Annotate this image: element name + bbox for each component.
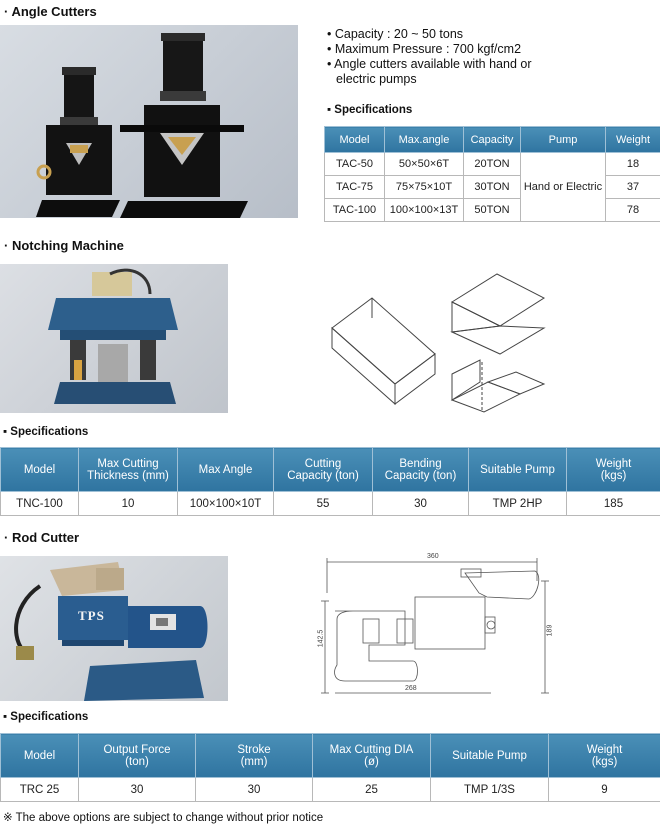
cell-max-angle: 100×100×13T xyxy=(384,198,464,222)
col-header-max-angle: Max Angle xyxy=(177,447,274,492)
footnote: ※ The above options are subject to chang… xyxy=(3,812,324,824)
angle-cutters-title: · Angle Cutters xyxy=(4,4,97,19)
col-header-model: Model xyxy=(0,447,79,492)
col-header-weight: Weight (kgs) xyxy=(548,733,660,778)
cell-cutting-capacity: 55 xyxy=(273,491,373,516)
col-header-output-force: Output Force (ton) xyxy=(78,733,196,778)
col-header-model: Model xyxy=(0,733,79,778)
col-header-pump: Pump xyxy=(520,126,606,153)
angle-cutter-features: • Capacity : 20 ~ 50 tons • Maximum Pres… xyxy=(327,27,532,87)
notching-spec-title: ▪ Specifications xyxy=(3,426,89,438)
col-header-weight: Weight (kgs) xyxy=(566,447,660,492)
cell-capacity: 50TON xyxy=(463,198,521,222)
cell-model: TNC-100 xyxy=(0,491,79,516)
col-header-suitable-pump: Suitable Pump xyxy=(430,733,549,778)
cell-weight: 9 xyxy=(548,777,660,802)
cell-stroke: 30 xyxy=(195,777,313,802)
cell-model: TAC-50 xyxy=(324,152,385,176)
feature-pumps-cont: electric pumps xyxy=(336,72,417,86)
cell-weight: 18 xyxy=(605,152,660,176)
col-header-max-angle: Max.angle xyxy=(384,126,464,153)
notching-machine-photo xyxy=(0,264,228,413)
table-row: TAC-50 50×50×6T 20TON Hand or Electric 1… xyxy=(324,152,660,222)
angle-cutters-spec-title: ▪ Specifications xyxy=(327,104,413,116)
cell-suitable-pump: TMP 2HP xyxy=(468,491,567,516)
cell-max-angle: 75×75×10T xyxy=(384,175,464,199)
cell-max-angle: 100×100×10T xyxy=(177,491,274,516)
cell-model: TRC 25 xyxy=(0,777,79,802)
col-header-capacity: Capacity xyxy=(463,126,521,153)
brand-label: TPS xyxy=(78,608,105,623)
cell-weight: 37 xyxy=(605,175,660,199)
feature-pressure: • Maximum Pressure : 700 kgf/cm2 xyxy=(327,42,522,56)
col-header-cutting-capacity: Cutting Capacity (ton) xyxy=(273,447,373,492)
dim-top-label: 360 xyxy=(427,553,439,560)
angle-cutters-photo xyxy=(0,25,298,218)
col-header-stroke: Stroke (mm) xyxy=(195,733,313,778)
cell-model: TAC-100 xyxy=(324,198,385,222)
feature-capacity: • Capacity : 20 ~ 50 tons xyxy=(327,27,464,41)
notching-machine-title: · Notching Machine xyxy=(4,238,124,253)
angle-cutters-spec-table: Model Max.angle Capacity Pump Weight TAC… xyxy=(324,126,660,222)
cell-weight: 78 xyxy=(605,198,660,222)
notching-angle-diagram xyxy=(320,262,570,424)
rod-cutter-spec-table: Model Output Force (ton) Stroke (mm) Max… xyxy=(0,733,660,802)
cell-max-angle: 50×50×6T xyxy=(384,152,464,176)
cell-max-cutting-thickness: 10 xyxy=(78,491,178,516)
table-row: TAC-100 100×100×13T 50TON 78 xyxy=(324,198,660,222)
table-row: TRC 25 30 30 25 TMP 1/3S 9 xyxy=(0,777,660,802)
col-header-max-cutting-dia: Max Cutting DIA (ø) xyxy=(312,733,431,778)
rod-cutter-photo: TPS xyxy=(0,556,228,701)
table-row: TAC-75 75×75×10T 30TON 37 xyxy=(324,175,660,199)
cell-max-cutting-dia: 25 xyxy=(312,777,431,802)
col-header-max-cutting-thickness: Max Cutting Thickness (mm) xyxy=(78,447,178,492)
col-header-suitable-pump: Suitable Pump xyxy=(468,447,567,492)
col-header-model: Model xyxy=(324,126,385,153)
dim-bottom-label: 268 xyxy=(405,685,417,692)
cell-bending-capacity: 30 xyxy=(372,491,469,516)
cell-suitable-pump: TMP 1/3S xyxy=(430,777,549,802)
feature-pumps: • Angle cutters available with hand or xyxy=(327,57,532,71)
cell-weight: 185 xyxy=(566,491,660,516)
col-header-bending-capacity: Bending Capacity (ton) xyxy=(372,447,469,492)
cell-model: TAC-75 xyxy=(324,175,385,199)
dim-left-label: 142.5 xyxy=(317,629,325,648)
notching-spec-table: Model Max Cutting Thickness (mm) Max Ang… xyxy=(0,447,660,516)
cell-output-force: 30 xyxy=(78,777,196,802)
rod-cutter-title: · Rod Cutter xyxy=(4,530,80,545)
dim-right-label: 189 xyxy=(546,624,554,637)
cell-pump-merged: Hand or Electric xyxy=(520,152,606,222)
col-header-weight: Weight xyxy=(605,126,660,153)
rod-cutter-dimension-drawing: 360 142.5 189 268 xyxy=(315,553,555,703)
cell-capacity: 30TON xyxy=(463,175,521,199)
table-row: TNC-100 10 100×100×10T 55 30 TMP 2HP 185 xyxy=(0,491,660,516)
rod-cutter-spec-title: ▪ Specifications xyxy=(3,711,89,723)
cell-capacity: 20TON xyxy=(463,152,521,176)
